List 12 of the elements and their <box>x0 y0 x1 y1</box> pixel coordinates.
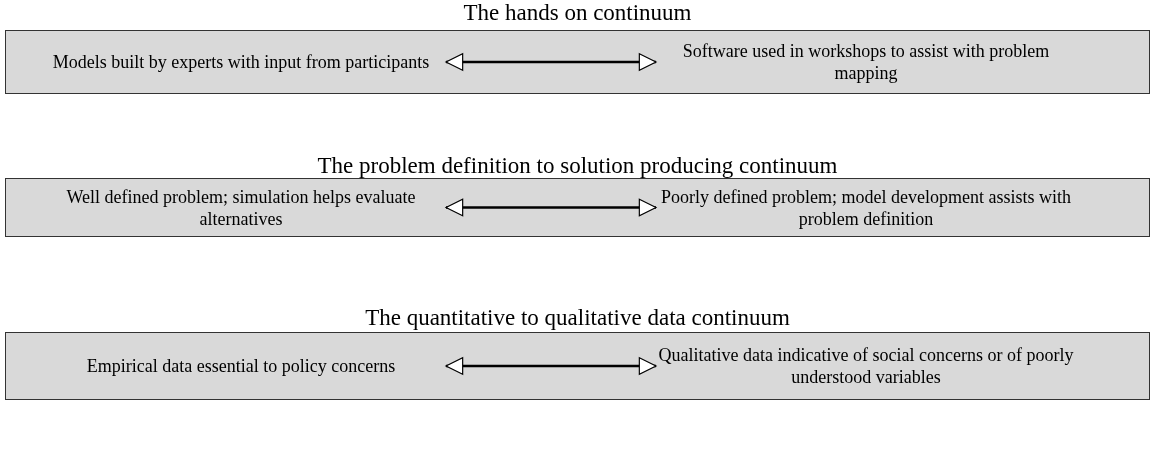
double-arrow <box>445 357 657 375</box>
section-title: The problem definition to solution producing continuum <box>316 153 839 179</box>
section-title: The hands on continuum <box>462 0 693 26</box>
section-title: The quantitative to qualitative data continuum <box>364 305 791 331</box>
text-label: Empirical data essential to policy concerns <box>86 355 396 377</box>
text-label: Well defined problem; simulation helps evaluate alternatives <box>65 185 417 230</box>
double-arrow <box>445 53 657 71</box>
double-arrow <box>445 198 657 217</box>
text-label: Poorly defined problem; model development assists with problem definition <box>660 185 1072 230</box>
text-label: Software used in workshops to assist with problem mapping <box>681 40 1051 84</box>
text-label: Models built by experts with input from participants <box>52 51 430 73</box>
text-label: Qualitative data indicative of social concerns or of poorly understood variables <box>657 344 1075 388</box>
